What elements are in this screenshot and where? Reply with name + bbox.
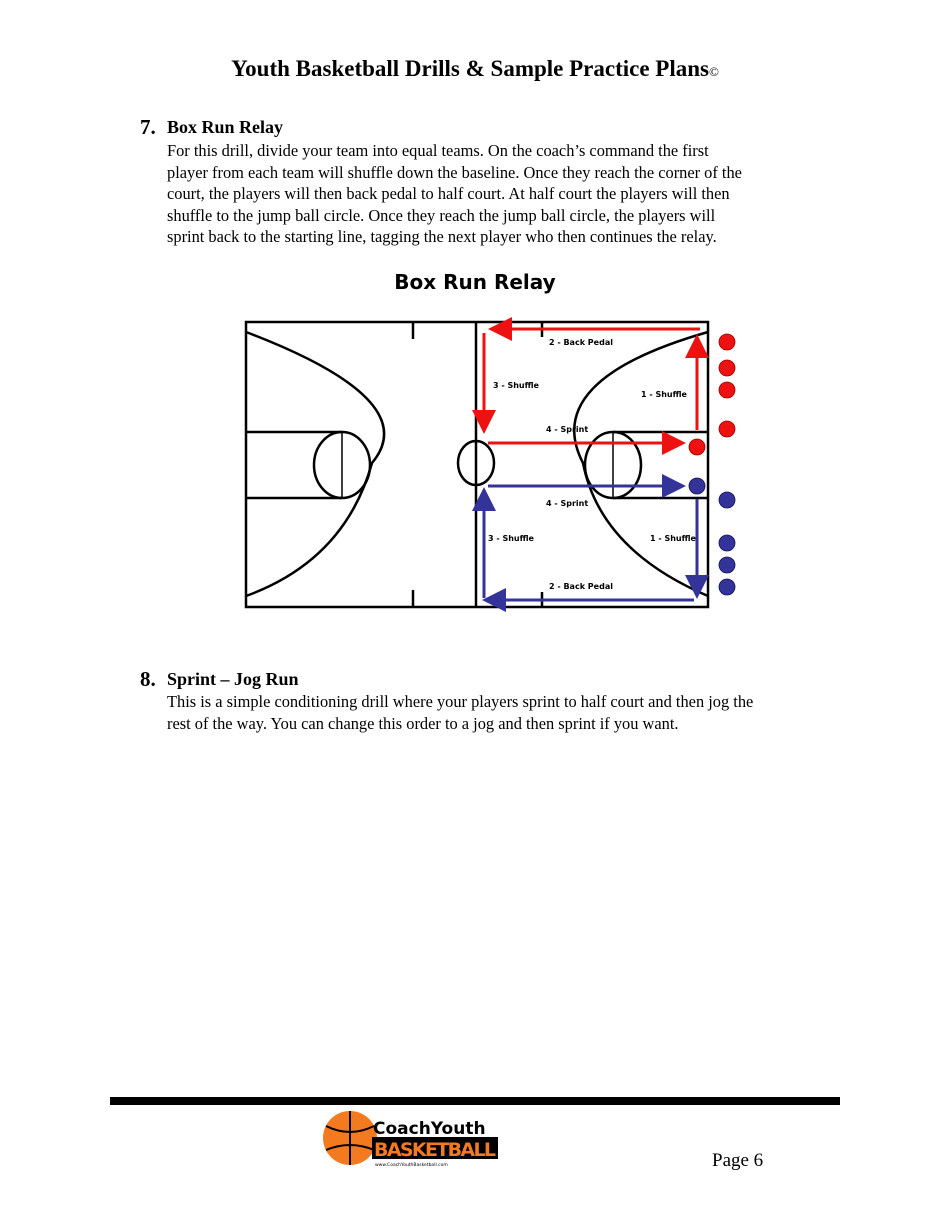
svg-text:BASKETBALL: BASKETBALL (374, 1139, 496, 1161)
text-line: This is a simple conditioning drill wher… (167, 692, 754, 711)
text-line: shuffle to the jump ball circle. Once th… (167, 205, 716, 225)
red-label-sprint: 4 - Sprint (546, 425, 588, 434)
blue-player-dot (688, 477, 706, 495)
blue-team-path (472, 474, 709, 612)
blue-player-dot (718, 534, 736, 552)
section-paragraph: This is a simple conditioning drill wher… (167, 691, 847, 734)
blue-label-shuffle-3: 3 - Shuffle (488, 534, 535, 543)
blue-player-dot (718, 556, 736, 574)
blue-label-shuffle-1: 1 - Shuffle (650, 534, 697, 543)
red-label-shuffle-1: 1 - Shuffle (641, 390, 688, 399)
blue-label-back-pedal: 2 - Back Pedal (549, 582, 613, 591)
svg-text:CoachYouth: CoachYouth (373, 1119, 486, 1139)
red-player-dot (718, 359, 736, 377)
red-team-path (472, 317, 709, 455)
red-players (688, 333, 736, 456)
red-player-dot (718, 420, 736, 438)
text-line: court, the players will then back pedal … (167, 184, 730, 203)
copyright-mark: © (709, 64, 719, 79)
page-number: Page 6 (712, 1150, 764, 1171)
red-label-back-pedal: 2 - Back Pedal (549, 338, 613, 347)
text-line: For this drill, divide your team into eq… (167, 141, 709, 160)
section-number: 7. (140, 115, 156, 139)
red-player-dot (718, 333, 736, 351)
footer-rule (110, 1097, 840, 1105)
section-heading: Box Run Relay (167, 117, 284, 137)
text-line: rest of the way. You can change this ord… (167, 713, 679, 733)
section-heading: Sprint – Jog Run (167, 669, 299, 689)
blue-players (688, 477, 736, 596)
text-line: sprint back to the starting line, taggin… (167, 227, 717, 246)
red-label-shuffle-3: 3 - Shuffle (493, 381, 540, 390)
text-line: player from each team will shuffle down … (167, 162, 742, 182)
court-lines (244, 320, 710, 609)
blue-player-dot (718, 578, 736, 596)
diagram-title: Box Run Relay (394, 270, 556, 294)
blue-player-dot (718, 491, 736, 509)
red-player-dot (718, 381, 736, 399)
section-paragraph: For this drill, divide your team into eq… (167, 140, 847, 248)
coach-youth-basketball-logo: CoachYouth BASKETBALL www.CoachYouthBask… (323, 1111, 498, 1168)
svg-text:www.CoachYouthBasketball.com: www.CoachYouthBasketball.com (375, 1162, 448, 1168)
blue-label-sprint: 4 - Sprint (546, 499, 588, 508)
section-number: 8. (140, 667, 156, 691)
title-text: Youth Basketball Drills & Sample Practic… (231, 56, 709, 81)
red-player-dot (688, 438, 706, 456)
page-title: Youth Basketball Drills & Sample Practic… (0, 56, 950, 82)
